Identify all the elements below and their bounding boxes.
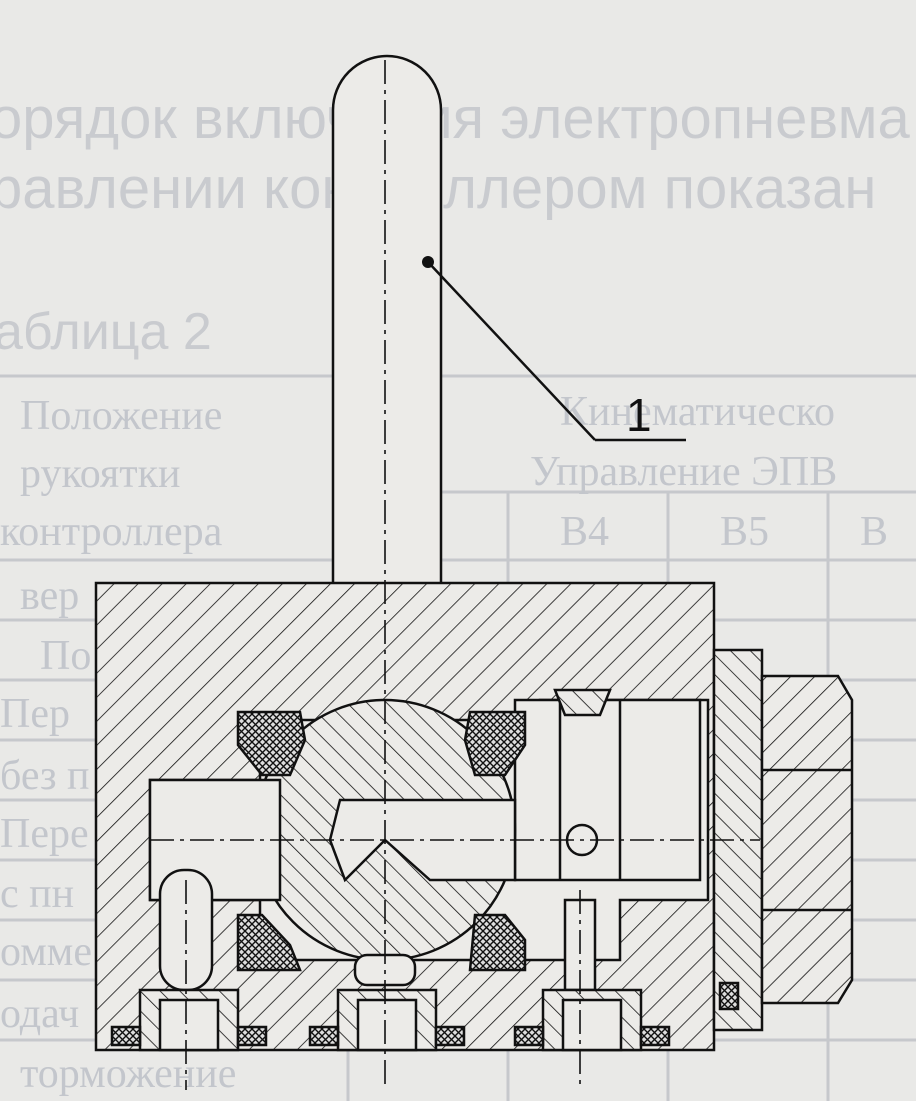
seal-bottom-right — [468, 913, 527, 972]
table-row-1: вер — [20, 573, 80, 619]
table-col-v: В — [860, 509, 889, 555]
seal-top-left — [236, 710, 307, 777]
table-caption: аблица 2 — [0, 303, 212, 361]
table-row-5: Пере — [0, 811, 89, 857]
table-col-v5: В5 — [720, 509, 770, 555]
right-fitting — [712, 648, 764, 1032]
table-row-8: одач — [0, 991, 80, 1037]
table-header-left-3: контроллера — [0, 509, 223, 555]
seal-bottom-left — [236, 913, 302, 972]
plunger — [513, 698, 702, 882]
table-row-7: омме — [0, 929, 92, 975]
table-row-3: Пер — [0, 691, 70, 737]
table-row-6: с пн — [0, 871, 75, 917]
table-row-9: торможение — [20, 1051, 237, 1097]
callout-leader — [427, 261, 596, 441]
table-header-left-2: рукоятки — [20, 451, 181, 497]
seal-top-right — [463, 710, 527, 777]
table-row-4: без п — [0, 753, 90, 799]
table-header-right-sub: Управление ЭПВ — [530, 449, 838, 495]
table-header-right-top: Кинематическо — [560, 389, 836, 435]
callout-dot — [422, 256, 434, 268]
table-header-left-1: Положение — [20, 393, 223, 439]
hex-nut — [760, 674, 854, 1005]
table-row-2: По — [40, 633, 92, 679]
handle — [331, 54, 443, 583]
callout-label: 1 — [626, 389, 652, 441]
background-text-line-1: орядок включения электропневма — [0, 86, 910, 151]
table-col-v4: В4 — [560, 509, 610, 555]
